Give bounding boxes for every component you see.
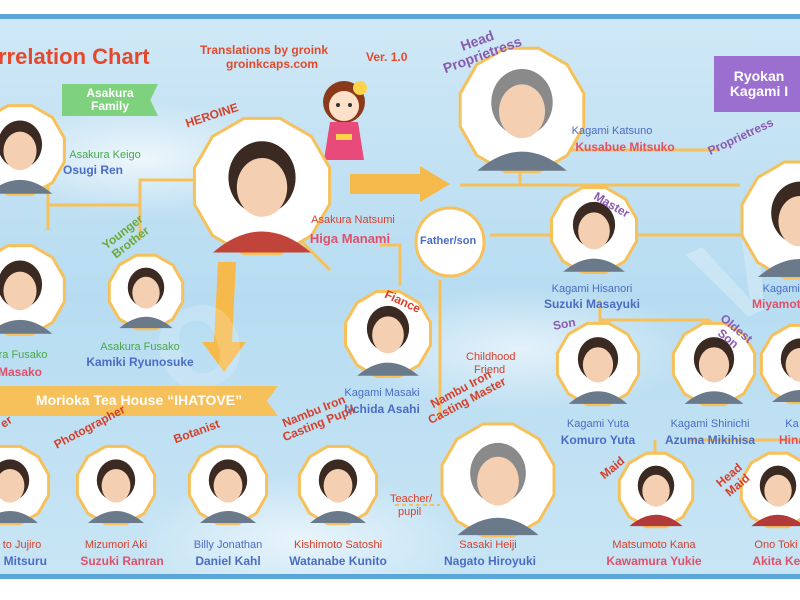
actor-name-katsuno: Kusabue Mitsuko xyxy=(575,140,675,154)
father-son-bubble xyxy=(414,206,486,278)
actor-name-yuta: Komuro Yuta xyxy=(560,433,636,447)
page-title: rrelation Chart xyxy=(0,44,150,69)
arrow-to-teahouse xyxy=(202,262,246,372)
actor-name-toki: Akita Kei xyxy=(752,554,800,568)
credit-line-2: groinkcaps.com xyxy=(226,57,319,71)
actor-name-billy: Daniel Kahl xyxy=(195,554,261,568)
character-name-jujiro: to Jujiro xyxy=(2,539,42,551)
actor-name-proprietress: Miyamoto xyxy=(751,297,800,311)
arrow-to-ryokan xyxy=(350,166,450,202)
ryokan-banner: Ryokan Kagami I xyxy=(714,56,800,112)
actor-name-heroine: Higa Manami xyxy=(309,231,391,246)
tea-house-text: Morioka Tea House “IHATOVE” xyxy=(35,392,243,409)
actor-name-shinichi: Azuma Mikihisa xyxy=(664,433,756,447)
portrait-younger xyxy=(107,253,185,331)
credit-line-1: Translations by groink xyxy=(200,43,329,57)
actor-name-hisanori: Suzuki Masayuki xyxy=(543,297,641,311)
portrait-toki xyxy=(739,451,800,529)
actor-name-heiji: Nagato Hiroyuki xyxy=(443,554,537,568)
character-name-heroine: Asakura Natsumi xyxy=(311,214,395,226)
portrait-kana xyxy=(617,451,695,529)
childhood-label-1: Childhood xyxy=(466,351,516,363)
portrait-shinichi xyxy=(671,321,757,407)
actor-name-satoshi: Watanabe Kunito xyxy=(289,554,387,568)
character-name-heiji: Sasaki Heiji xyxy=(459,539,517,551)
character-name-satoshi: Kishimoto Satoshi xyxy=(293,539,383,551)
portrait-yuta xyxy=(555,321,641,407)
portrait-billy xyxy=(187,444,269,526)
actor-name-masaki: Uchida Asahi xyxy=(344,402,420,416)
portrait-jujiro xyxy=(0,444,51,526)
actor-name-younger: Kamiki Ryunosuke xyxy=(86,355,194,369)
character-name-keigo: Asakura Keigo xyxy=(69,149,141,161)
character-name-katsuno: Kagami Katsuno xyxy=(571,125,653,137)
portrait-katsuno xyxy=(458,46,586,174)
character-name-yuta: Kagami Yuta xyxy=(566,418,630,430)
actor-name-fusako: Masako xyxy=(0,365,43,379)
character-name-fusako: ura Fusako xyxy=(0,349,48,361)
actor-name-edge_ka: Hina xyxy=(778,433,800,447)
character-name-masaki: Kagami Masaki xyxy=(344,387,420,399)
character-name-toki: Ono Toki xyxy=(754,539,798,551)
actor-name-kana: Kawamura Yukie xyxy=(606,554,702,568)
childhood-label-2: Friend xyxy=(474,364,506,376)
mascot-icon xyxy=(323,81,367,160)
portrait-proprietress xyxy=(740,160,800,280)
character-name-kana: Matsumoto Kana xyxy=(612,539,696,551)
ryokan-text: Ryokan Kagami I xyxy=(729,67,789,99)
portrait-keigo xyxy=(0,104,66,196)
character-name-aki: Mizumori Aki xyxy=(84,539,148,551)
portrait-heroine xyxy=(192,116,332,256)
character-name-hisanori: Kagami Hisanori xyxy=(551,283,633,295)
character-name-billy: Billy Jonathan xyxy=(193,539,263,551)
teacher-label-2: pupil xyxy=(398,506,422,518)
actor-name-jujiro: i Mitsuru xyxy=(0,554,47,568)
teacher-label-1: Teacher/ xyxy=(390,493,433,505)
tea-house-banner: Morioka Tea House “IHATOVE” xyxy=(0,386,278,416)
character-name-proprietress: Kagami T xyxy=(762,283,800,295)
actor-name-keigo: Osugi Ren xyxy=(62,163,124,177)
portrait-heiji xyxy=(440,422,556,538)
character-name-shinichi: Kagami Shinichi xyxy=(670,418,750,430)
portrait-masaki xyxy=(344,290,432,378)
portrait-fusako xyxy=(0,244,66,336)
portrait-satoshi xyxy=(297,444,379,526)
version-label: Ver. 1.0 xyxy=(366,50,408,64)
asakura-family-banner: Asakura Family xyxy=(62,84,158,116)
father-son-label: Father/son xyxy=(420,235,477,247)
character-name-edge_ka: Ka xyxy=(785,418,799,430)
portrait-aki xyxy=(75,444,157,526)
bottom-border xyxy=(0,574,800,579)
character-name-younger: Asakura Fusako xyxy=(100,341,180,353)
portrait-edge_ka xyxy=(759,323,800,405)
portrait-hisanori xyxy=(550,186,638,274)
top-border xyxy=(0,14,800,19)
asakura-family-text: Asakura Family xyxy=(86,85,134,113)
actor-name-aki: Suzuki Ranran xyxy=(80,554,164,568)
